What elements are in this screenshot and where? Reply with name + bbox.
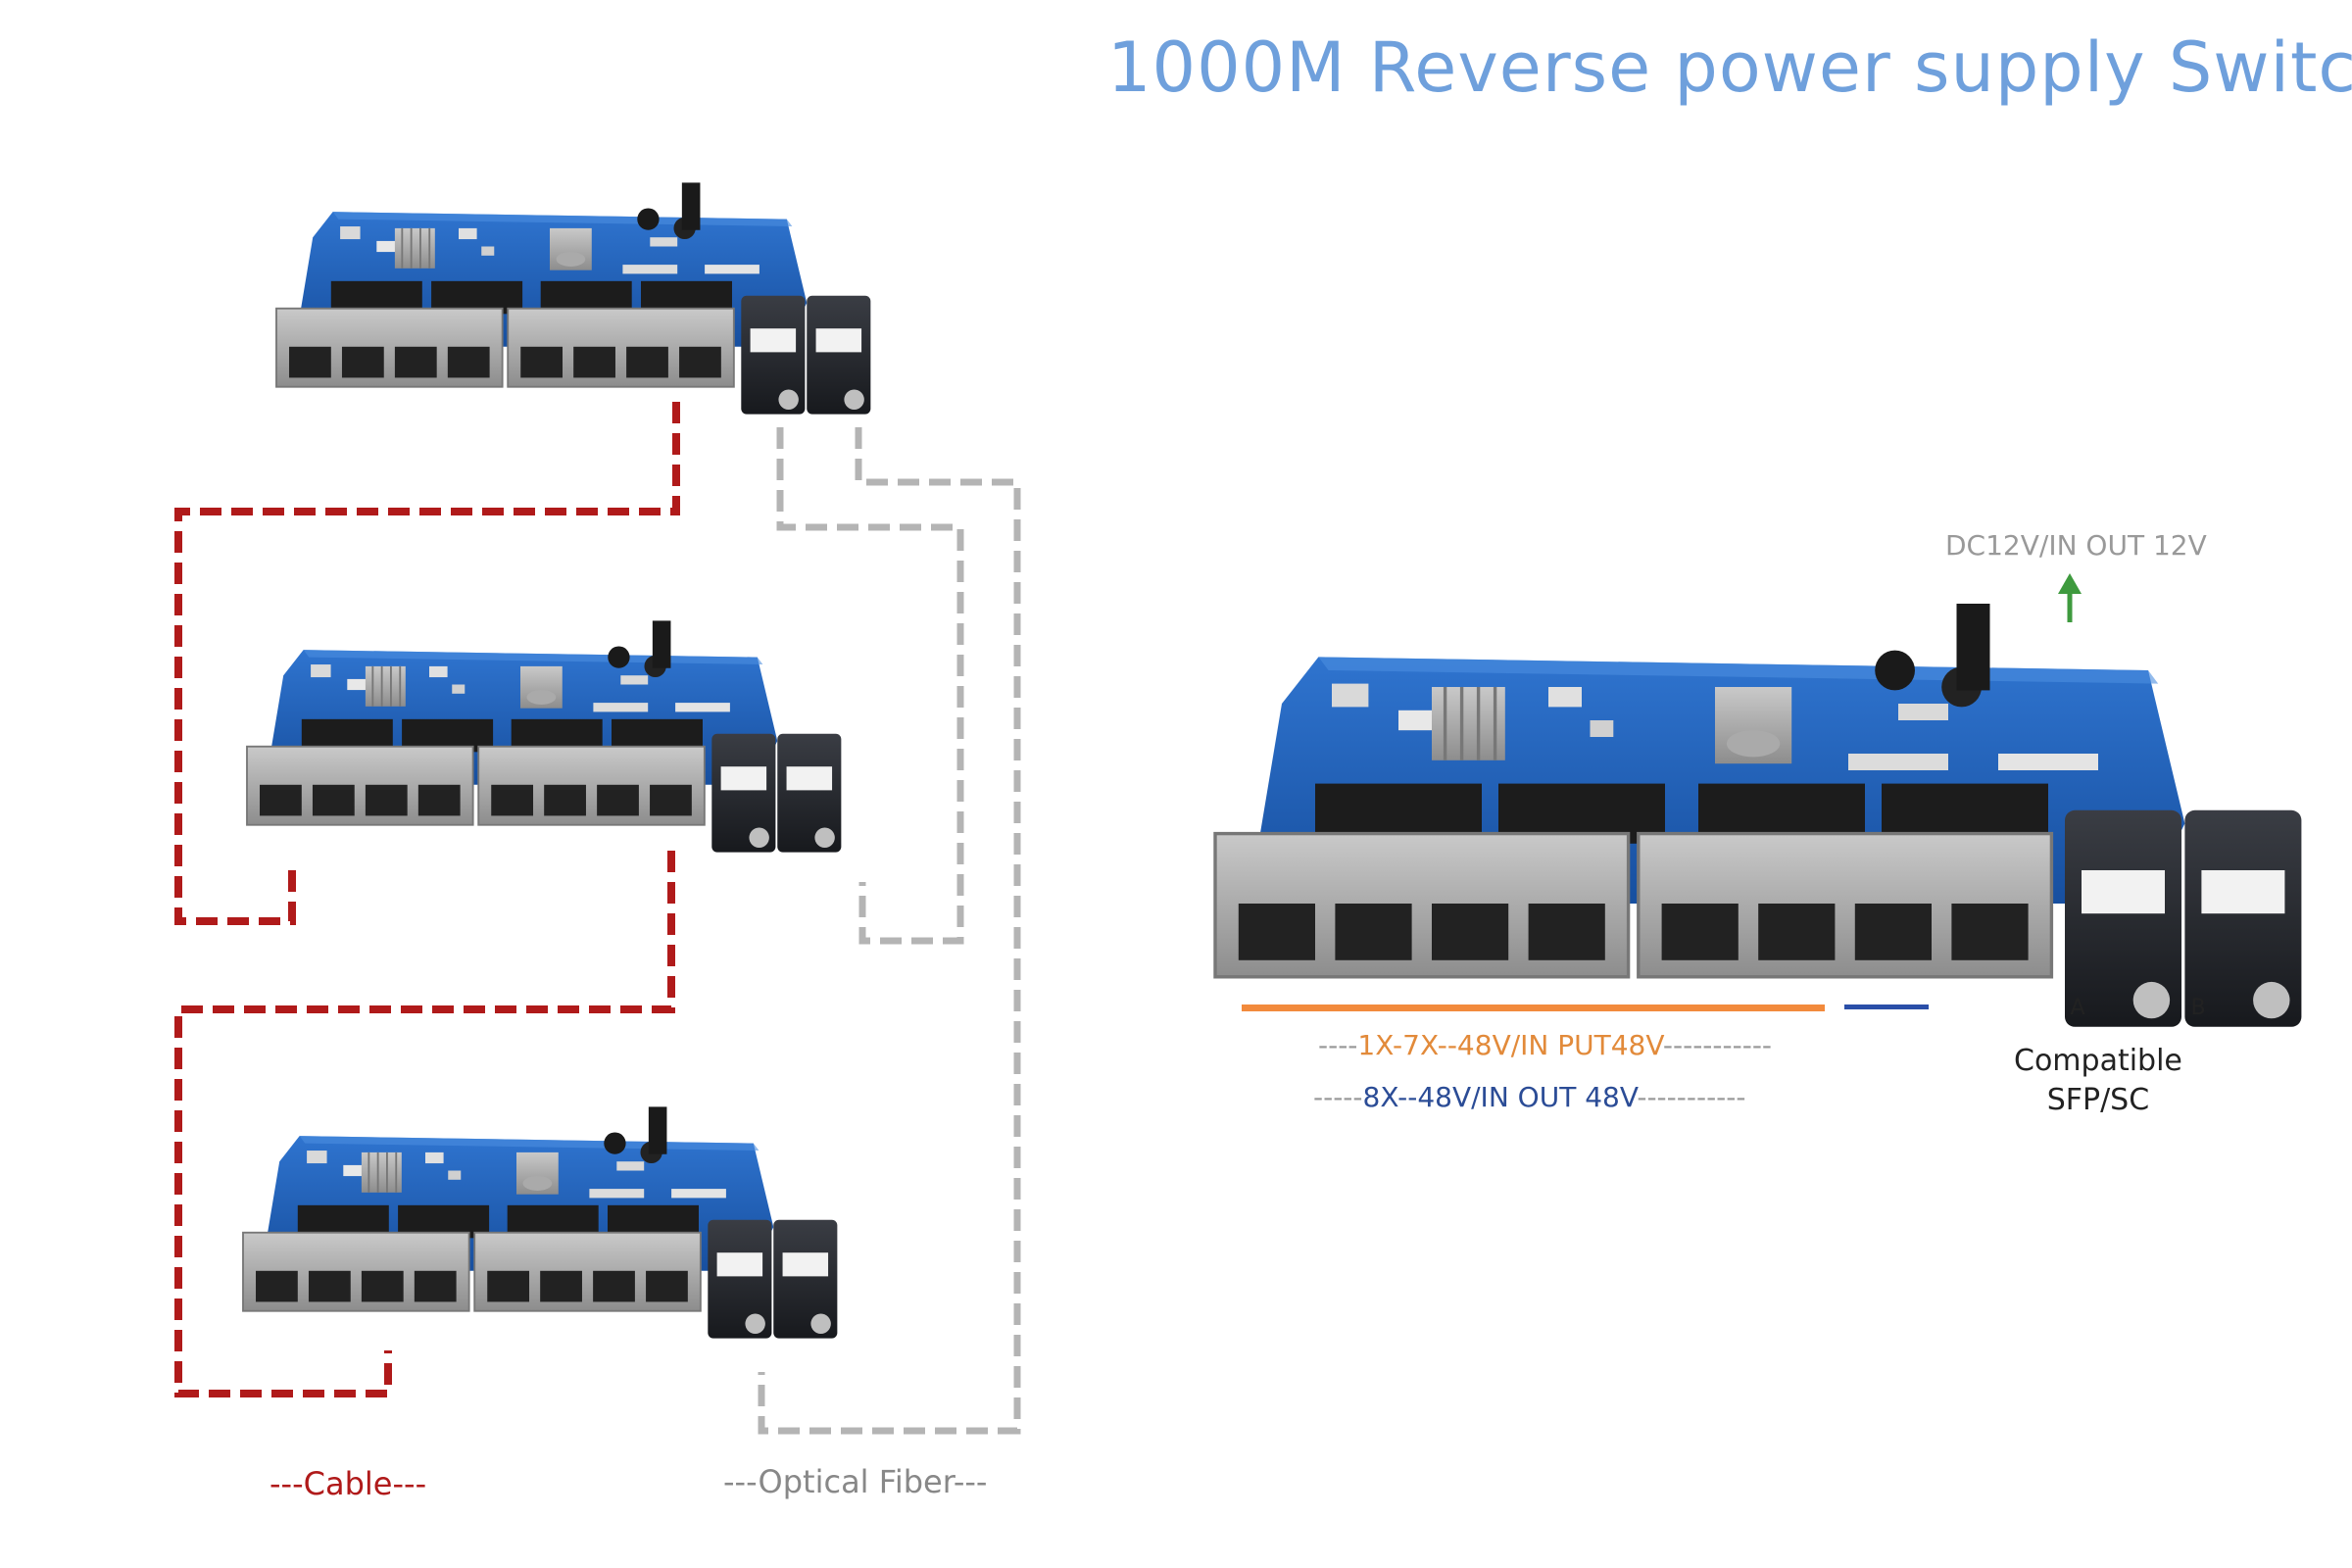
fiber-path [758, 427, 1021, 1435]
compatible-label: Compatible SFP/SC [2014, 1044, 2182, 1117]
input-ports-label: ----1X-7X--48V/IN PUT48V----------- [1318, 1029, 1773, 1061]
switch-board-bottom [242, 1105, 839, 1340]
cable-path [174, 402, 680, 1397]
switch-board-middle [246, 619, 843, 854]
module-label-b: B [2190, 996, 2205, 1020]
module-label-a: A [2070, 996, 2084, 1020]
switch-board-top [275, 181, 872, 416]
legend-fiber: ---Optical Fiber--- [723, 1463, 988, 1500]
output-port-bar [1844, 1004, 1929, 1009]
output-port-label: -----8X--48V/IN OUT 48V----------- [1313, 1081, 1746, 1113]
legend-cable: ---Cable--- [270, 1465, 427, 1502]
input-ports-bar [1242, 1004, 1825, 1011]
power-arrow [2058, 573, 2082, 622]
switch-board-featured [1213, 602, 2304, 1029]
page-title: 1000M Reverse power supply Switch [1107, 27, 2352, 108]
power-output-label: DC12V/IN OUT 12V [1945, 529, 2207, 562]
